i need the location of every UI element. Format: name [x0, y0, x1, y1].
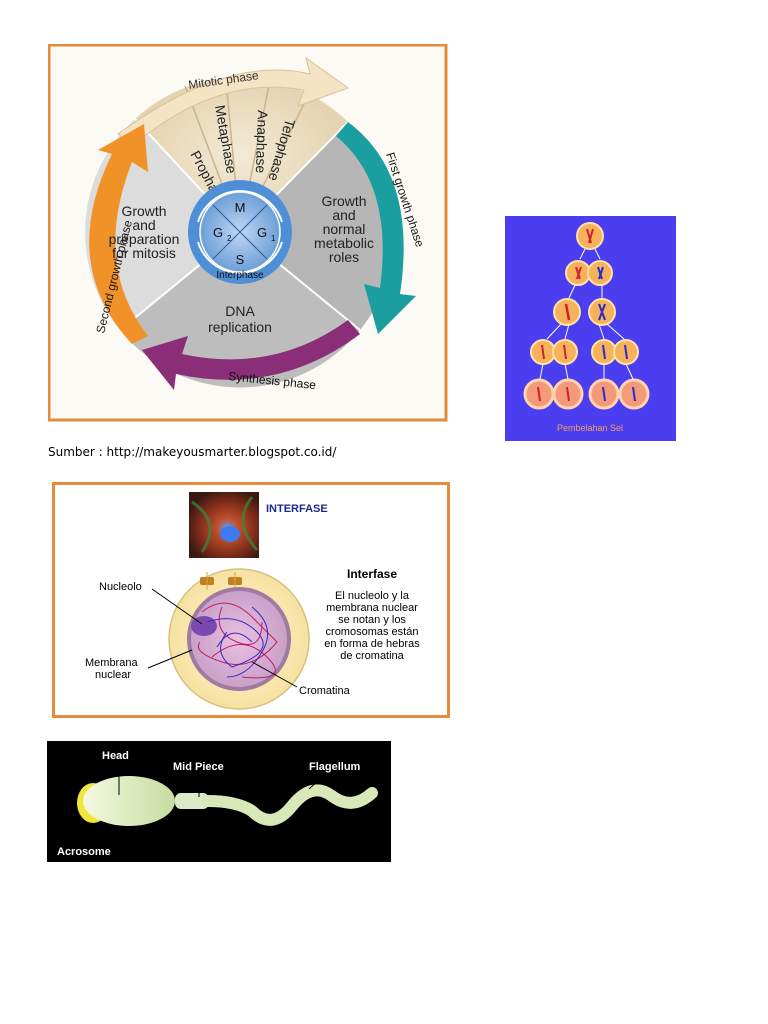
interfase-desc-1: El nucleolo y la — [335, 590, 410, 602]
nucleolo-label: Nucleolo — [99, 581, 142, 593]
interfase-desc-6: de cromatina — [340, 650, 404, 662]
interfase-desc-3: se notan y los — [338, 614, 406, 626]
g1-label: G — [257, 225, 267, 240]
interfase-desc-2: membrana nuclear — [326, 602, 418, 614]
sector-g1 — [240, 122, 395, 330]
s-label: S — [236, 252, 245, 267]
interfase-desc-4: cromosomas están — [326, 626, 419, 638]
source-caption: Sumber : http://makeyousmarter.blogspot.… — [48, 445, 337, 459]
division-label: Pembelahan Sel — [557, 423, 623, 433]
photo-title: INTERFASE — [266, 503, 328, 515]
flagellum-label: Flagellum — [309, 761, 361, 773]
g1-desc-line1: Growth — [321, 193, 366, 209]
cell-cycle-figure: Mitotic phase Prophase Metaphase Anaphas… — [48, 44, 448, 422]
sperm-head — [83, 776, 175, 826]
sperm-figure: Head Mid Piece Flagellum Acrosome — [47, 741, 391, 862]
s-desc-line1: DNA — [225, 303, 255, 319]
g2-subscript: 2 — [227, 234, 232, 243]
mid-piece-label: Mid Piece — [173, 761, 224, 773]
mitotic-phase-arrow — [117, 56, 350, 147]
first-growth-arrow — [336, 122, 416, 334]
interfase-figure: INTERFASE Nucleolo Membrana nuclear Crom… — [52, 482, 450, 718]
second-growth-arrow — [89, 124, 148, 344]
membrana-label-1: Membrana — [85, 657, 138, 669]
g2-label: G — [213, 225, 223, 240]
g2-desc-line4: for mitosis — [112, 245, 176, 261]
interphase-label: Interphase — [216, 270, 264, 281]
anaphase-label: Anaphase — [253, 110, 271, 174]
division-cells — [523, 222, 650, 410]
cromatina-label: Cromatina — [299, 685, 351, 697]
sector-mitosis — [135, 77, 348, 233]
nucleus — [187, 587, 291, 691]
cell-division-figure: Pembelahan Sel — [505, 216, 676, 441]
g1-desc-line4: metabolic — [314, 235, 374, 251]
synthesis-arrow — [142, 320, 360, 390]
membrana-label-2: nuclear — [95, 669, 131, 681]
s-desc-line2: replication — [208, 319, 272, 335]
g2-desc-line3: preparation — [109, 231, 180, 247]
g1-desc-line5: roles — [329, 249, 359, 265]
centrioles — [200, 572, 242, 590]
g1-desc-line3: normal — [323, 221, 366, 237]
interfase-desc-5: en forma de hebras — [324, 638, 420, 650]
head-label: Head — [102, 750, 129, 762]
flagellum-shape — [201, 784, 378, 826]
g2-desc-line2: and — [132, 217, 155, 233]
interfase-title: Interfase — [347, 567, 397, 581]
g2-desc-line1: Growth — [121, 203, 166, 219]
m-label: M — [235, 200, 246, 215]
g1-desc-line2: and — [332, 207, 355, 223]
acrosome-label: Acrosome — [57, 846, 111, 858]
g1-subscript: 1 — [271, 234, 276, 243]
mid-piece — [175, 793, 209, 809]
